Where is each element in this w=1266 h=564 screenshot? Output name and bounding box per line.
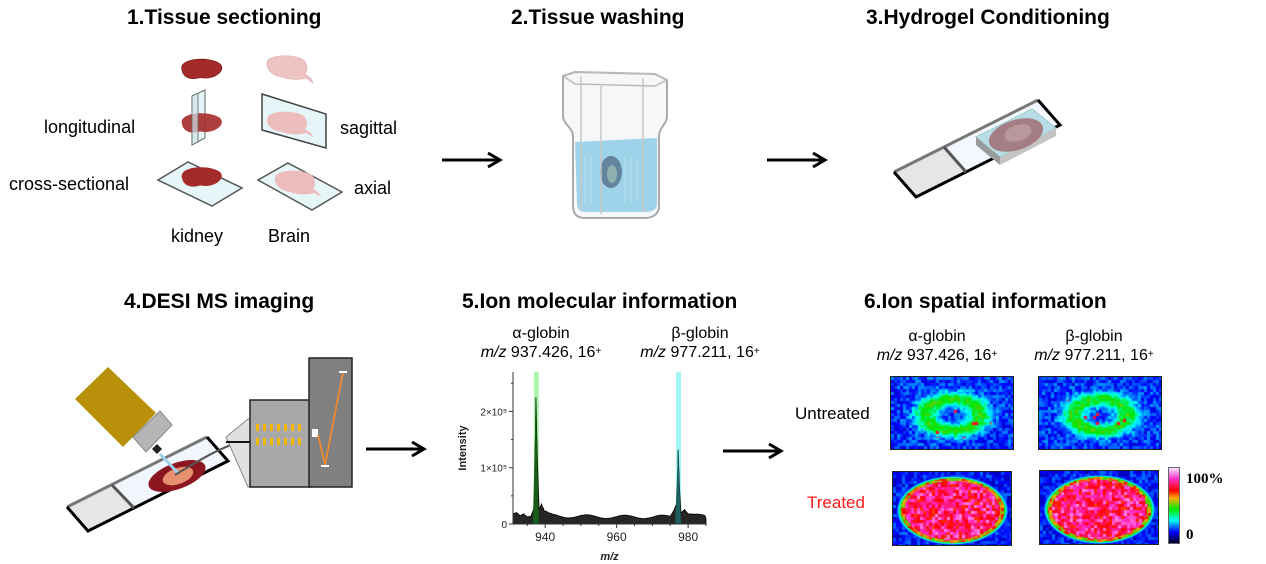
glass-slide-icon — [65, 435, 231, 533]
cross-section-glass-icon — [156, 161, 244, 207]
arrow-icon-step1-to-2 — [442, 151, 503, 169]
mz-value: 937.426, 16 — [510, 344, 596, 361]
mz-prefix: m/z — [1034, 347, 1061, 364]
plane-label-cross-sectional: cross-sectional — [9, 174, 130, 194]
mass-spectrum-chart: 940 960 980 0 1×10⁵ 2×10⁵ m/z Intensity — [457, 372, 707, 563]
spectrum-ion-label-beta: β-globin m/z 977.211, 16+ — [625, 324, 775, 362]
step-5-title: 5.Ion molecular information — [462, 290, 738, 313]
ion-name: β-globin — [671, 325, 729, 342]
longitudinal-section-icon — [181, 89, 222, 146]
arrow-icon-step4-to-5 — [366, 440, 427, 458]
kidney-icon — [181, 58, 223, 79]
ion-name: β-globin — [1065, 328, 1123, 345]
organ-label-brain: Brain — [268, 226, 311, 246]
x-axis-label: m/z — [600, 551, 619, 563]
x-tick-label: 980 — [678, 530, 698, 544]
charge-sign: + — [991, 349, 998, 360]
brain-icon — [266, 55, 314, 84]
spectrum-series-line — [512, 397, 707, 525]
highlight-band-beta — [676, 372, 682, 524]
ion-image-treated-beta — [1039, 470, 1159, 545]
y-tick-label: 2×10⁵ — [480, 407, 507, 418]
axial-section-glass-icon — [256, 162, 344, 211]
mass-spectrometer-icon — [225, 357, 353, 488]
charge-sign: + — [753, 346, 760, 357]
peak-alpha — [532, 397, 539, 524]
y-axis-label: Intensity — [457, 425, 469, 471]
charge-sign: + — [1147, 349, 1154, 360]
organ-label-kidney: kidney — [171, 226, 224, 246]
step-2-title: 2.Tissue washing — [511, 6, 685, 29]
sagittal-section-icon — [261, 92, 327, 149]
colorscale-min-label: 0 — [1186, 527, 1194, 543]
image-column-label-beta: β-globin m/z 977.211, 16+ — [1029, 327, 1159, 365]
charge-sign: + — [595, 346, 602, 357]
mz-prefix: m/z — [640, 344, 667, 361]
y-tick-label: 1×10⁵ — [480, 464, 507, 475]
colorscale-max-label: 100% — [1186, 471, 1224, 487]
ion-image-untreated-alpha — [890, 376, 1014, 450]
x-tick-label: 960 — [607, 530, 627, 544]
mz-prefix: m/z — [480, 344, 507, 361]
spectrum-ion-label-alpha: α-globin m/z 937.426, 16+ — [467, 324, 615, 362]
ion-name: α-globin — [908, 328, 966, 345]
step-4-title: 4.DESI MS imaging — [124, 290, 315, 313]
mz-value: 937.426, 16 — [906, 347, 992, 364]
mz-prefix: m/z — [876, 347, 903, 364]
step-3-title: 3.Hydrogel Conditioning — [866, 6, 1110, 29]
step-1-title: 1.Tissue sectioning — [127, 6, 322, 29]
condition-label-untreated: Untreated — [795, 404, 870, 423]
arrow-icon-step2-to-3 — [767, 151, 828, 169]
ion-image-treated-alpha — [892, 471, 1012, 546]
condition-label-treated: Treated — [807, 493, 865, 512]
washing-jar-illustration — [561, 70, 669, 219]
ion-image-untreated-beta — [1038, 376, 1162, 450]
desi-ms-illustration — [65, 357, 353, 533]
mz-value: 977.211, 16 — [670, 344, 754, 361]
y-tick-label: 0 — [501, 520, 507, 531]
mz-value: 977.211, 16 — [1064, 347, 1148, 364]
image-column-label-alpha: α-globin m/z 937.426, 16+ — [872, 327, 1002, 365]
hydrogel-slide-illustration — [892, 98, 1063, 199]
plane-label-longitudinal: longitudinal — [44, 117, 136, 137]
sectioning-illustration — [156, 55, 344, 211]
step-6-title: 6.Ion spatial information — [864, 290, 1107, 313]
ion-name: α-globin — [512, 325, 570, 342]
desi-sprayer-icon — [75, 367, 180, 475]
arrow-icon-step5-to-6 — [723, 442, 784, 460]
x-tick-label: 940 — [535, 530, 555, 544]
plane-label-sagittal: sagittal — [340, 118, 398, 138]
plane-label-axial: axial — [354, 178, 392, 198]
peak-beta — [675, 449, 682, 524]
colorscale-bar — [1168, 467, 1180, 544]
